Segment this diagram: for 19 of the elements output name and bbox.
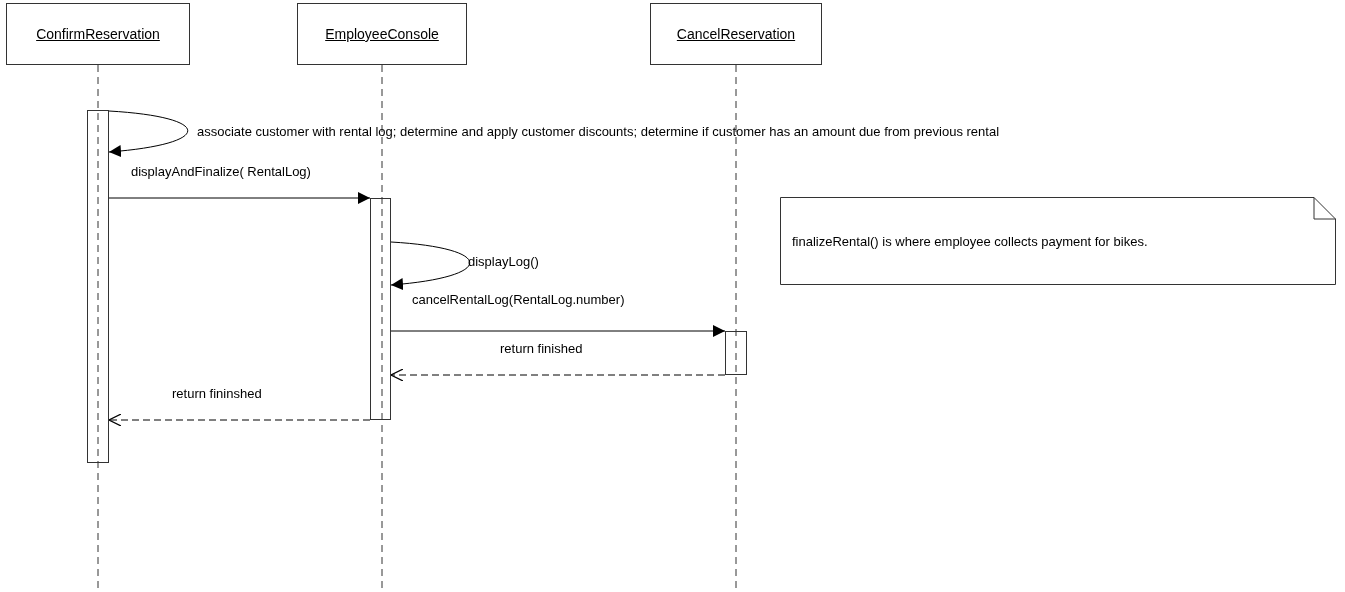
message-arrow bbox=[108, 110, 189, 157]
activation-bar bbox=[87, 110, 109, 463]
edge-label: displayAndFinalize( RentalLog) bbox=[131, 163, 311, 181]
message-arrow bbox=[390, 368, 726, 382]
edge-label: return fininshed bbox=[172, 385, 262, 403]
activation-bar bbox=[370, 198, 391, 420]
edge-label: displayLog() bbox=[468, 253, 539, 271]
message-arrow bbox=[390, 325, 726, 337]
message-arrow bbox=[108, 413, 371, 427]
message-arrow bbox=[390, 241, 471, 290]
edge-label: cancelRentalLog(RentalLog.number) bbox=[412, 291, 625, 309]
activation-bar bbox=[725, 331, 747, 375]
object-box: ConfirmReservation bbox=[6, 3, 190, 65]
object-box: EmployeeConsole bbox=[297, 3, 467, 65]
edge-label: return finished bbox=[500, 340, 583, 358]
note-text: finalizeRental() is where employee collects payment for bikes. bbox=[792, 233, 1148, 249]
edge-label: associate customer with rental log; determine and apply customer discounts; determine if customer has an amount due from previous rental bbox=[197, 123, 1000, 141]
message-arrow bbox=[108, 192, 371, 204]
object-box: CancelReservation bbox=[650, 3, 822, 65]
